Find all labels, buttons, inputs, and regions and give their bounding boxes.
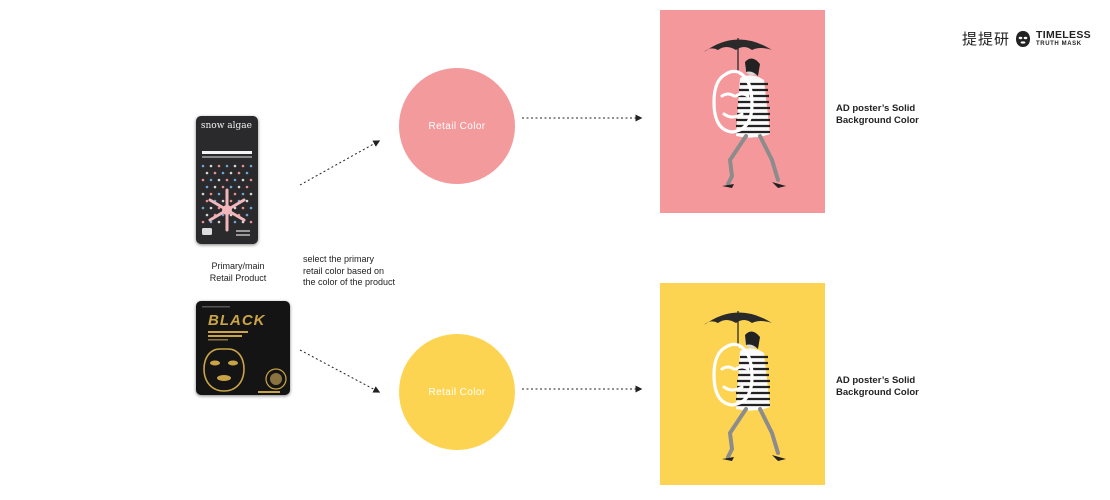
timeless-mask-logo-icon — [1016, 30, 1031, 47]
mask-outline-icon — [203, 348, 245, 392]
snow-pack-title: snow algae — [200, 121, 252, 131]
poster-label-bottom-line2: Background Color — [836, 387, 919, 398]
ad-poster-pink — [660, 10, 825, 213]
snow-algae-product-pack: snow algae — [196, 116, 258, 244]
poster-label-top: AD poster’s Solid Background Color — [836, 103, 956, 127]
black-pack-title: BLACK — [208, 312, 266, 329]
poster-label-top-line2: Background Color — [836, 115, 919, 126]
retail-color-label-bottom: Retail Color — [428, 386, 486, 398]
instruction-line3: the color of the product — [303, 277, 396, 287]
black-product-pack: BLACK — [196, 301, 290, 395]
umbrella-woman-illustration — [704, 38, 786, 188]
dotted-arrow-icon — [299, 349, 381, 393]
instruction-line2: retail color based on — [303, 265, 385, 276]
retail-color-circle-pink: Retail Color — [399, 68, 515, 184]
black-pack-artwork — [202, 306, 287, 393]
brand-logo: 提提研 TIMELESS TRUTH MASK — [962, 28, 1091, 49]
primary-product-label-line2: Retail Product — [209, 272, 267, 283]
brand-logo-line2: TRUTH MASK — [1036, 41, 1082, 48]
retail-color-label-top: Retail Color — [428, 120, 486, 132]
ad-poster-yellow — [660, 283, 825, 485]
primary-product-label-line1: Primary/main — [211, 261, 265, 271]
instruction-text: select the primary retail color based on… — [303, 254, 433, 289]
poster-label-top-line1: AD poster’s Solid — [836, 103, 916, 114]
snow-pack-artwork — [201, 151, 253, 236]
retail-color-circle-yellow: Retail Color — [399, 334, 515, 450]
poster-label-bottom-line1: AD poster’s Solid — [836, 375, 916, 386]
brand-logo-english: TIMELESS TRUTH MASK — [1036, 30, 1091, 48]
dotted-arrow-icon — [299, 140, 381, 186]
brand-logo-line1: TIMELESS — [1036, 28, 1091, 41]
primary-product-label: Primary/main Retail Product — [186, 261, 290, 284]
umbrella-woman-illustration — [704, 311, 786, 461]
brand-logo-chinese: 提提研 — [962, 30, 1011, 48]
instruction-line1: select the primary — [303, 254, 375, 264]
poster-label-bottom: AD poster’s Solid Background Color — [836, 375, 956, 399]
